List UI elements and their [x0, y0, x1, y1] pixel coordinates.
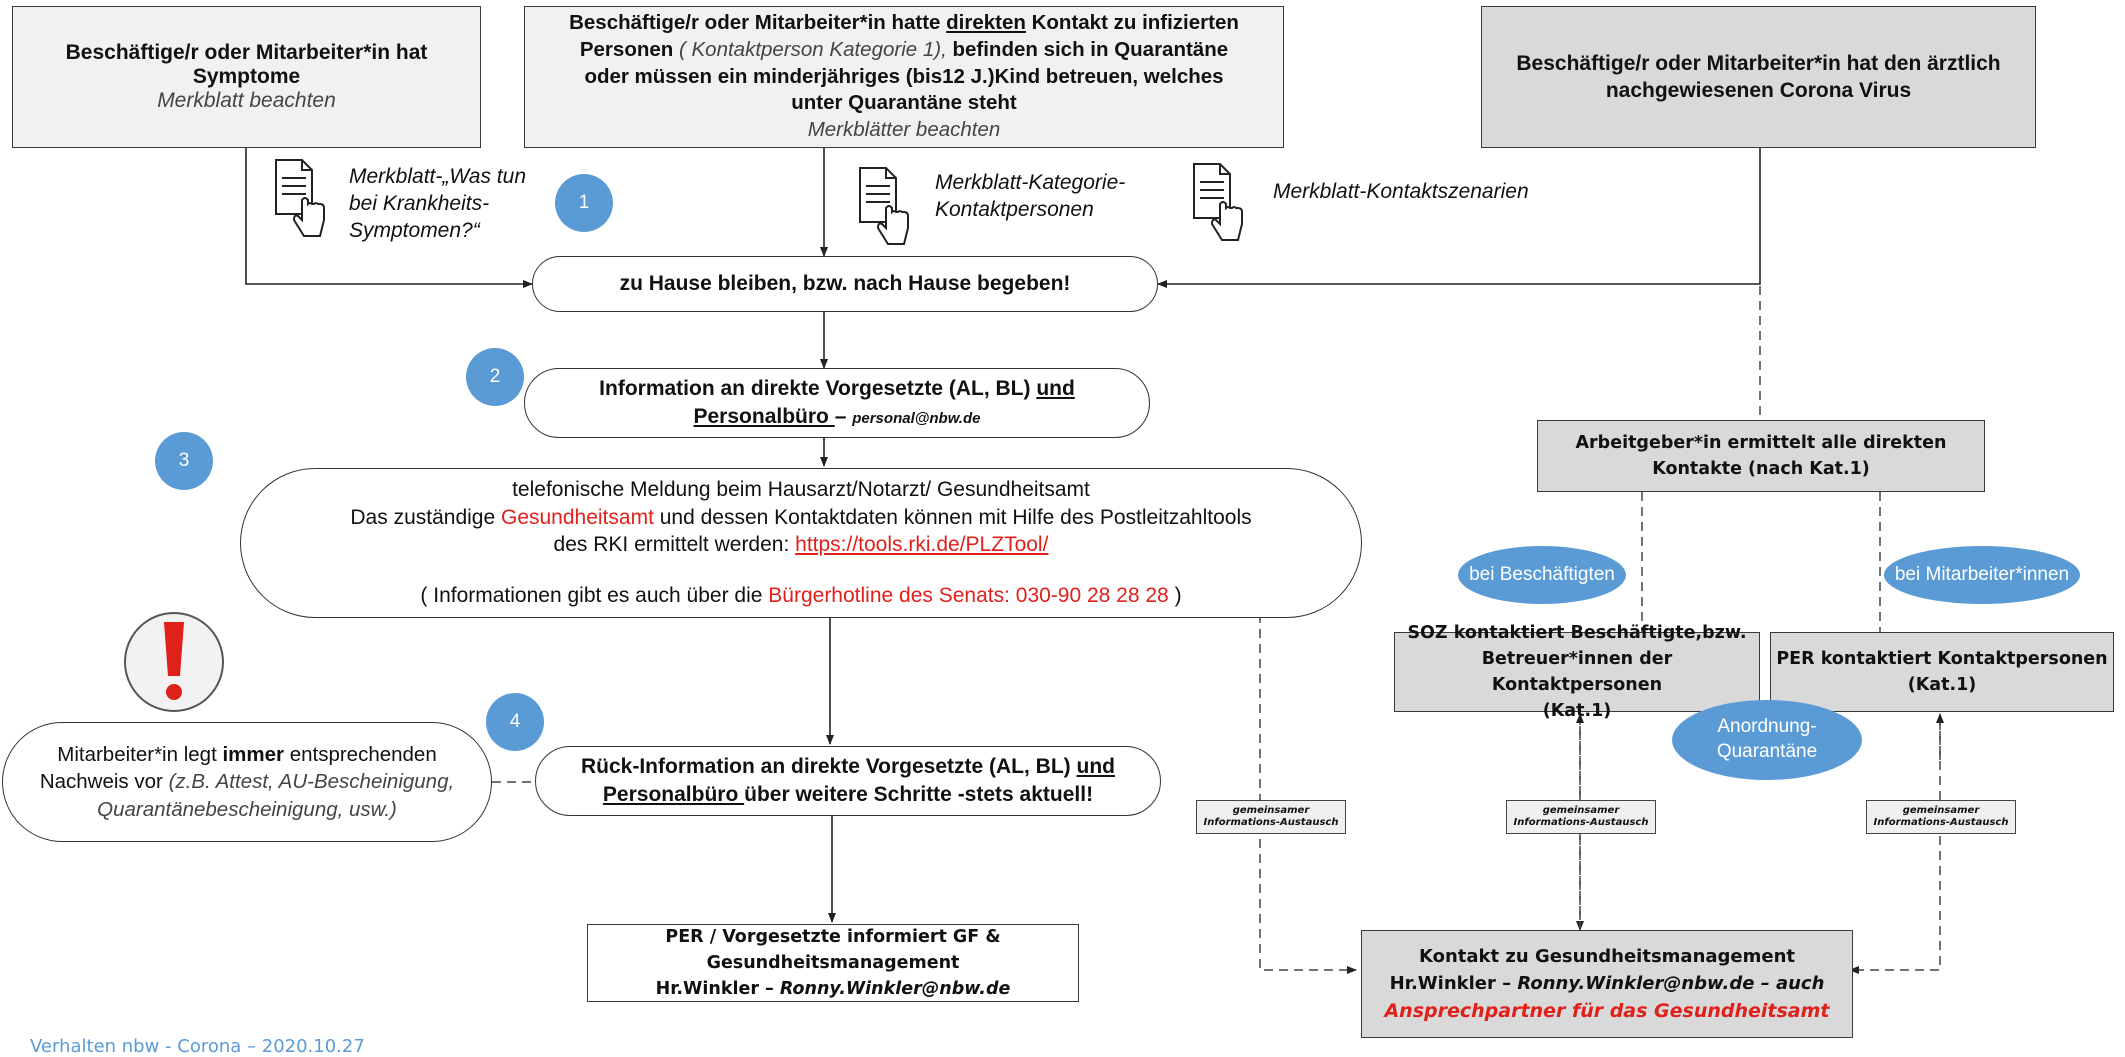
stay-home-text: zu Hause bleiben, bzw. nach Hause begebe…	[619, 272, 1071, 295]
rueck-line1: Rück-Information an direkte Vorgesetzte …	[581, 754, 1077, 778]
step-1-badge: 1	[555, 174, 613, 232]
soz-line3: (Kat.1)	[1542, 701, 1612, 722]
info-dash: –	[834, 405, 853, 428]
phone-line4-a: ( Informationen gibt es auch über die	[420, 584, 769, 608]
phone-report-box: telefonische Meldung beim Hausarzt/Notar…	[240, 468, 1362, 618]
per-inform-line1: PER / Vorgesetzte informiert GF &	[665, 926, 1001, 947]
document-hand-icon[interactable]	[856, 164, 914, 248]
soz-line2: Betreuer*innen der Kontaktpersonen	[1481, 648, 1673, 695]
contact-category: ( Kontaktperson Kategorie 1),	[678, 38, 947, 62]
nachweis-line2-a: Nachweis vor	[39, 770, 169, 794]
symptoms-title: Beschäftige/r oder Mitarbeiter*in hat Sy…	[65, 41, 428, 88]
step-4-badge: 4	[486, 693, 544, 751]
rueck-personalbuero: Personalbüro	[602, 783, 745, 806]
per-inform-box: PER / Vorgesetzte informiert GF & Gesund…	[587, 924, 1079, 1002]
note-scenarios[interactable]: Merkblatt-Kontaktszenarien	[1273, 180, 1529, 203]
info-und: und	[1036, 376, 1075, 400]
step-2-badge: 2	[466, 348, 524, 406]
nachweis-examples: (z.B. Attest, AU-Bescheinigung,	[168, 770, 455, 794]
nachweis-box: Mitarbeiter*in legt immer entsprechenden…	[2, 722, 492, 842]
gm-email[interactable]: Ronny.Winkler@nbw.de – auch	[1517, 972, 1825, 994]
contact-line-a-end: Kontakt zu infizierten	[1025, 11, 1239, 35]
oval-mitarbeiter: bei Mitarbeiter*innen	[1884, 546, 2080, 604]
contact-sub: Merkblätter beachten	[807, 117, 1001, 141]
gm-ansprechpartner: Ansprechpartner für das Gesundheitsamt	[1384, 999, 1830, 1022]
gesundheitsmanagement-box: Kontakt zu Gesundheitsmanagement Hr.Wink…	[1361, 930, 1853, 1038]
footer-text: Verhalten nbw - Corona – 2020.10.27	[30, 1036, 365, 1057]
box-virus: Beschäftige/r oder Mitarbeiter*in hat de…	[1481, 6, 2036, 148]
box-contact: Beschäftige/r oder Mitarbeiter*in hatte …	[524, 6, 1284, 148]
info-line1: Information an direkte Vorgesetzte (AL, …	[599, 376, 1037, 400]
nachweis-immer: immer	[222, 743, 284, 767]
contact-direct: direkten	[946, 11, 1026, 35]
info-box: Information an direkte Vorgesetzte (AL, …	[524, 368, 1150, 438]
soz-box: SOZ kontaktiert Beschäftigte,bzw. Betreu…	[1394, 623, 1760, 721]
virus-title: Beschäftige/r oder Mitarbeiter*in hat de…	[1516, 51, 2001, 102]
per-inform-line3: Hr.Winkler –	[655, 979, 780, 1000]
stay-home-box: zu Hause bleiben, bzw. nach Hause begebe…	[532, 256, 1158, 312]
arbeitgeber-line1: Arbeitgeber*in ermittelt alle direkten	[1575, 432, 1947, 453]
oval-beschaeftigte: bei Beschäftigten	[1458, 546, 1626, 604]
contact-line-a: Beschäftige/r oder Mitarbeiter*in hatte	[569, 11, 947, 35]
note-category[interactable]: Merkblatt-Kategorie-Kontaktpersonen	[935, 171, 1126, 221]
rueck-und: und	[1076, 754, 1115, 778]
nachweis-line1-a: Mitarbeiter*in legt	[57, 743, 223, 767]
phone-gesundheitsamt: Gesundheitsamt	[500, 505, 654, 529]
box-symptoms: Beschäftige/r oder Mitarbeiter*in hat Sy…	[12, 6, 481, 148]
gm-line2-a: Hr.Winkler –	[1389, 972, 1518, 994]
contact-line-b-end: befinden sich in Quarantäne	[946, 38, 1229, 62]
symptoms-sub: Merkblatt beachten	[157, 89, 336, 112]
per-inform-email[interactable]: Ronny.Winkler@nbw.de	[779, 979, 1011, 1000]
phone-line1: telefonische Meldung beim Hausarzt/Notar…	[512, 478, 1090, 502]
document-hand-icon[interactable]	[1190, 160, 1248, 244]
arbeitgeber-line2: Kontakte (nach Kat.1)	[1652, 459, 1870, 479]
nachweis-line1-c: entsprechenden	[284, 743, 437, 767]
step-3-badge: 3	[155, 432, 213, 490]
phone-line4-b: )	[1168, 584, 1182, 608]
rueck-line2-end: über weitere Schritte -stets aktuell!	[744, 783, 1094, 806]
plz-tool-link[interactable]: https://tools.rki.de/PLZTool/	[795, 533, 1049, 556]
hotline-text: Bürgerhotline des Senats: 030-90 28 28 2…	[768, 584, 1169, 608]
contact-line-d: unter Quarantäne steht	[791, 91, 1017, 115]
per-kontakt-box: PER kontaktiert Kontaktpersonen (Kat.1)	[1770, 632, 2114, 712]
oval-anordnung-quarantaene: Anordnung- Quarantäne	[1672, 700, 1862, 780]
nachweis-line3: Quarantänebescheinigung, usw.)	[97, 797, 397, 821]
contact-line-b: Personen	[579, 38, 679, 62]
phone-line3: des RKI ermittelt werden:	[553, 533, 796, 556]
soz-line1: SOZ kontaktiert Beschäftigte,bzw.	[1407, 622, 1747, 643]
anordnung-line1: Anordnung-	[1717, 716, 1817, 738]
anordnung-line2: Quarantäne	[1716, 741, 1818, 762]
info-personalbuero: Personalbüro	[693, 405, 835, 428]
contact-line-c: oder müssen ein minderjähriges (bis12 J.…	[584, 64, 1224, 88]
arbeitgeber-box: Arbeitgeber*in ermittelt alle direkten K…	[1537, 420, 1985, 492]
note-symptoms[interactable]: Merkblatt-„Was tun bei Krankheits-Sympto…	[349, 165, 526, 242]
phone-line2-a: Das zuständige	[350, 505, 501, 529]
per-kontakt-line2: (Kat.1)	[1907, 675, 1977, 695]
info-email[interactable]: personal@nbw.de	[852, 410, 981, 427]
exclamation-icon	[124, 612, 224, 712]
phone-line2-b: und dessen Kontaktdaten können mit Hilfe…	[653, 505, 1252, 529]
per-kontakt-line1: PER kontaktiert Kontaktpersonen	[1776, 648, 2108, 669]
document-hand-icon[interactable]	[272, 156, 330, 240]
per-inform-line2: Gesundheitsmanagement	[706, 952, 960, 973]
gm-line1: Kontakt zu Gesundheitsmanagement	[1418, 945, 1796, 967]
rueck-info-box: Rück-Information an direkte Vorgesetzte …	[535, 746, 1161, 816]
